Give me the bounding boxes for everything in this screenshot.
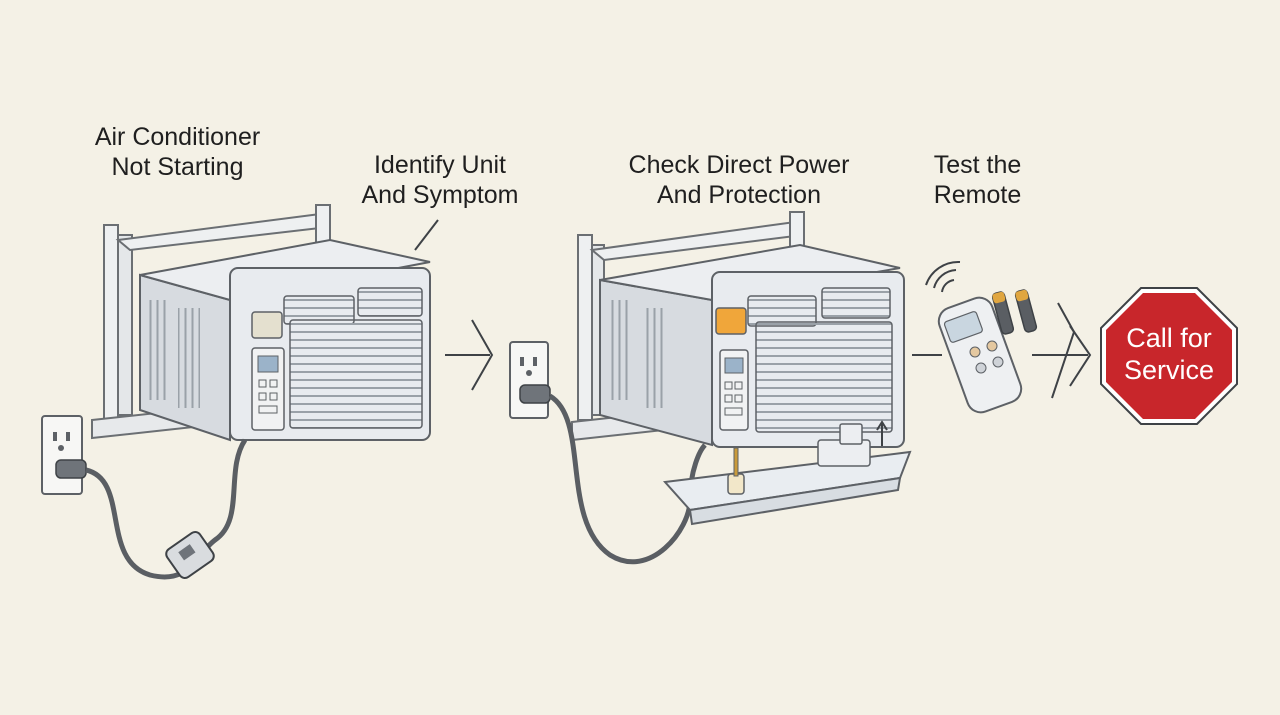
battery-icon bbox=[991, 291, 1015, 335]
wireless-signal-icon bbox=[925, 260, 961, 293]
stop-sign-icon bbox=[1100, 287, 1238, 425]
float-switch-icon bbox=[727, 447, 745, 495]
remote-control-icon bbox=[937, 296, 1023, 414]
power-cord-icon bbox=[55, 438, 248, 580]
reset-plug-icon bbox=[165, 530, 215, 580]
window-ac-unit-icon bbox=[91, 204, 431, 442]
label-test-remote: Test the Remote bbox=[933, 151, 1022, 209]
leader-line bbox=[414, 219, 439, 251]
label-air-conditioner-not-starting: Air Conditioner Not Starting bbox=[94, 123, 261, 181]
label-identify-unit: Identify Unit And Symptom bbox=[361, 151, 519, 209]
arrow-right-icon bbox=[445, 319, 494, 391]
stop-sign-text: Call for Service bbox=[1123, 323, 1215, 385]
window-ac-unit-icon bbox=[571, 211, 905, 448]
drain-pan-icon bbox=[662, 420, 912, 526]
label-check-direct-power: Check Direct Power And Protection bbox=[628, 151, 850, 209]
arrow-right-icon bbox=[1032, 302, 1092, 399]
wall-outlet-icon bbox=[41, 415, 83, 495]
battery-icon bbox=[1014, 289, 1038, 333]
wall-outlet-icon bbox=[509, 341, 549, 419]
